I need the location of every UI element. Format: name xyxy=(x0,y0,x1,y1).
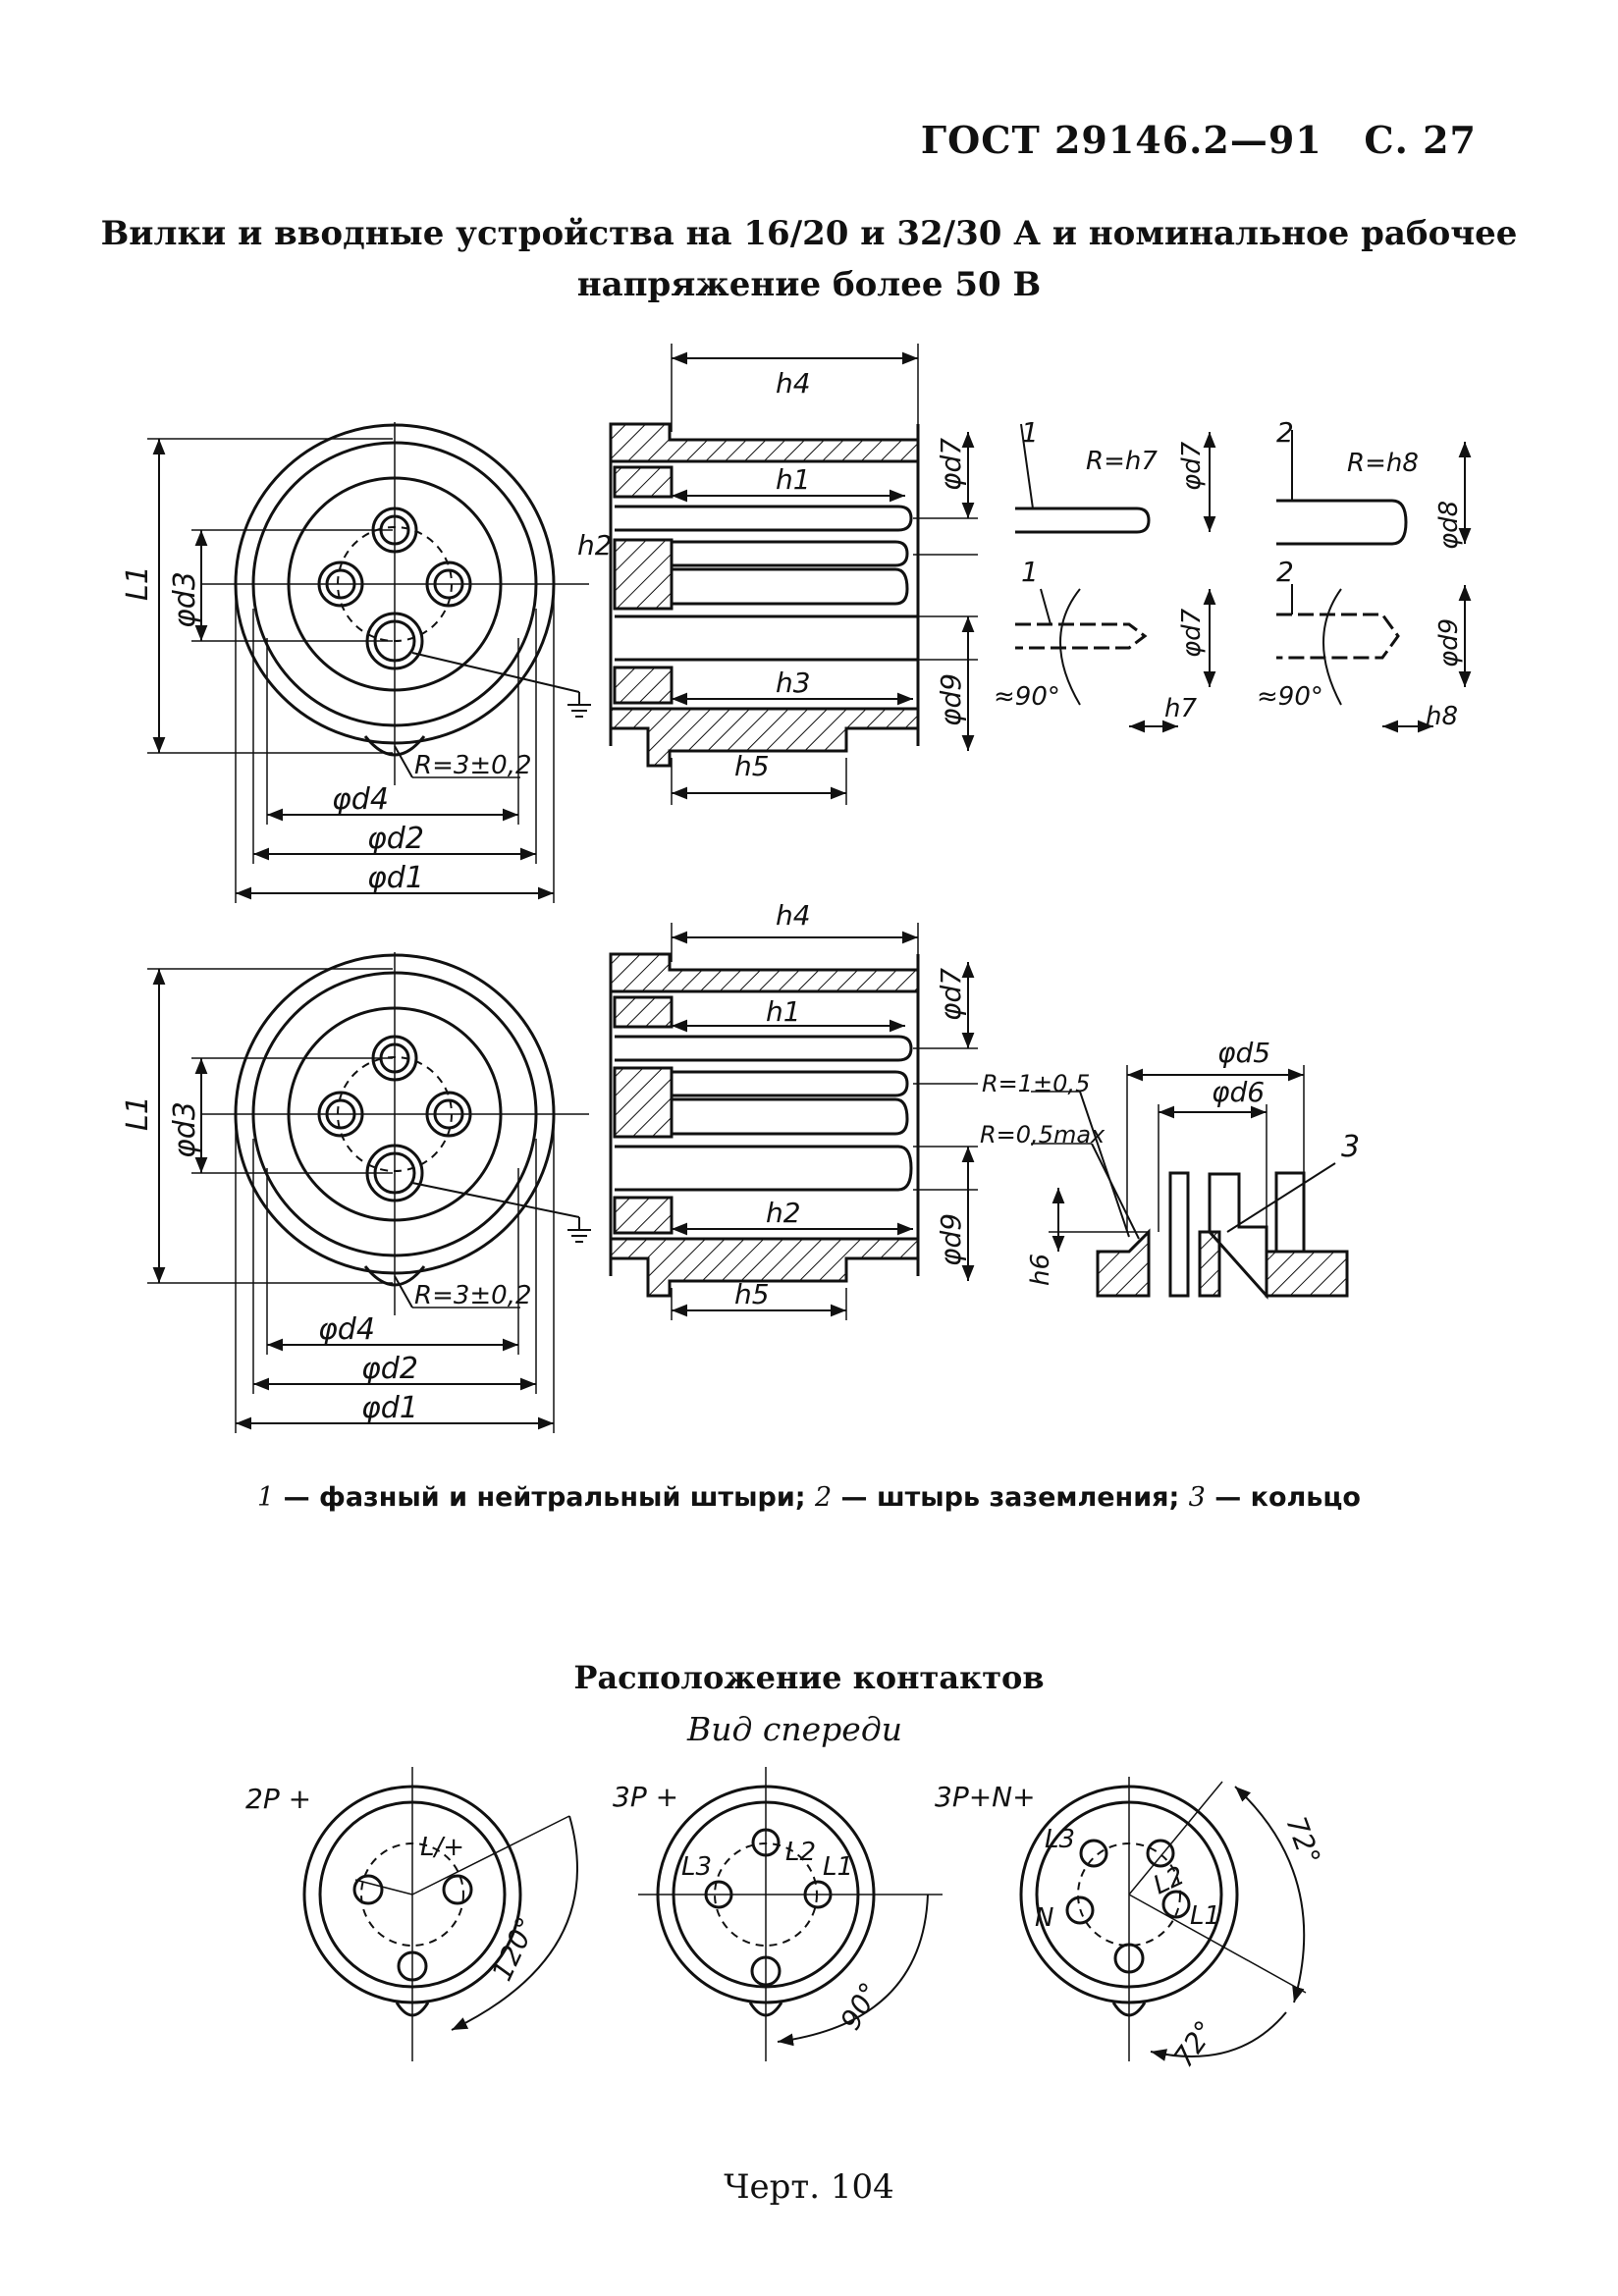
dim-h2-top: h2 xyxy=(577,529,613,561)
contact-arrangement-3pn xyxy=(1019,1777,1307,2061)
variant-3p-pin-L2: L2 xyxy=(785,1838,816,1867)
dim-h4-bottom: h4 xyxy=(776,899,811,932)
variant-2p-live: L/+ xyxy=(420,1833,464,1862)
dim-h1-top: h1 xyxy=(776,463,811,496)
dim-d2-top: φd2 xyxy=(367,822,424,856)
title-line-2: напряжение более 50 В xyxy=(576,265,1042,304)
dim-angle-2: ≈90° xyxy=(1257,682,1323,712)
legend-num-3: 3 xyxy=(1188,1482,1206,1513)
dim-d9-pin: φd9 xyxy=(1434,618,1464,667)
variant-3pn-label: 3P+N+ xyxy=(935,1781,1036,1813)
drawing-caption: Черт. 104 xyxy=(724,2167,894,2207)
dim-h8-pin: h8 xyxy=(1426,702,1458,731)
variant-3pn-angle-bottom: 72° xyxy=(1167,2014,1222,2073)
variant-3p-pin-L1: L1 xyxy=(823,1852,853,1882)
dim-h4-top: h4 xyxy=(776,367,811,400)
variant-3pn-pin-L1: L1 xyxy=(1190,1901,1220,1931)
legend-num-2: 2 xyxy=(814,1482,833,1513)
dim-d7-pin: φd7 xyxy=(1177,441,1207,491)
title-line-1: Вилки и вводные устройства на 16/20 и 32… xyxy=(100,214,1518,253)
plug-front-view-bottom xyxy=(147,952,591,1433)
plug-front-view-top xyxy=(147,422,591,903)
dim-d4-top: φd4 xyxy=(332,782,389,817)
callout-2-a: 2 xyxy=(1276,416,1294,449)
dim-h3-top: h3 xyxy=(776,667,811,699)
dim-d7-bottom: φd7 xyxy=(935,968,967,1021)
dim-d3-bottom: φd3 xyxy=(168,1101,202,1158)
dim-r-h8: R=h8 xyxy=(1347,449,1419,478)
variant-3pn-pin-L3: L3 xyxy=(1045,1825,1075,1854)
legend-num-1: 1 xyxy=(257,1482,275,1513)
contact-arrangement-3p xyxy=(638,1767,943,2061)
dim-d2-bottom: φd2 xyxy=(361,1352,418,1386)
variant-2p-label: 2P + xyxy=(245,1783,311,1815)
dim-r-ring-2: R=0,5max xyxy=(980,1121,1106,1148)
page-header: ГОСТ 29146.2—91 С. 27 xyxy=(921,118,1477,162)
variant-3p-label: 3P + xyxy=(613,1781,678,1813)
callout-1-b: 1 xyxy=(1021,556,1039,588)
pin-details xyxy=(1015,423,1472,733)
dim-h2-bottom: h2 xyxy=(766,1197,801,1229)
dim-d7-top: φd7 xyxy=(935,438,967,491)
callout-1-a: 1 xyxy=(1021,416,1039,449)
dim-r-h7: R=h7 xyxy=(1086,447,1158,476)
dim-d9-top: φd9 xyxy=(935,673,967,726)
contact-arrangement-2p xyxy=(302,1767,578,2061)
dim-h5-top: h5 xyxy=(734,750,770,782)
ring-detail xyxy=(1031,1065,1349,1300)
dim-d6: φd6 xyxy=(1212,1076,1265,1108)
dim-h6: h6 xyxy=(1026,1254,1055,1286)
contacts-title: Расположение контактов xyxy=(573,1659,1045,1696)
dim-h5-bottom: h5 xyxy=(734,1278,770,1310)
variant-3pn-pin-N: N xyxy=(1035,1903,1053,1933)
dim-L1-top: L1 xyxy=(121,565,155,601)
variant-3p-pin-L3: L3 xyxy=(681,1852,712,1882)
dim-d1-top: φd1 xyxy=(367,861,424,895)
callout-2-b: 2 xyxy=(1276,556,1294,588)
dim-L1-bottom: L1 xyxy=(121,1095,155,1131)
variant-2p-angle: 120° xyxy=(485,1912,542,1986)
dim-d7-pin-b: φd7 xyxy=(1177,608,1207,658)
legend-text-1: — фазный и нейтральный штыри; xyxy=(274,1482,815,1513)
variant-3pn-angle-top: 72° xyxy=(1279,1812,1326,1869)
dim-d3-top: φd3 xyxy=(168,571,202,628)
page-number: С. 27 xyxy=(1364,118,1477,162)
legend-text-3: — кольцо xyxy=(1205,1482,1361,1513)
contacts-subtitle: Вид спереди xyxy=(687,1710,902,1748)
dim-h1-bottom: h1 xyxy=(766,995,801,1028)
standard-number: ГОСТ 29146.2—91 xyxy=(920,118,1322,162)
dim-angle-1: ≈90° xyxy=(994,682,1060,712)
dim-d5: φd5 xyxy=(1217,1037,1270,1069)
drawing-title: Вилки и вводные устройства на 16/20 и 32… xyxy=(0,208,1618,310)
plug-side-section-top xyxy=(609,344,978,805)
plug-side-section-bottom xyxy=(609,923,978,1320)
dim-d1-bottom: φd1 xyxy=(361,1391,418,1425)
dim-rkey-top: R=3±0,2 xyxy=(414,751,532,780)
dim-d4-bottom: φd4 xyxy=(318,1312,375,1347)
dim-d8-pin: φd8 xyxy=(1434,501,1464,550)
dim-r-ring-1: R=1±0,5 xyxy=(982,1070,1090,1097)
legend-text-2: — штырь заземления; xyxy=(832,1482,1189,1513)
dim-h7-pin: h7 xyxy=(1164,694,1197,723)
callout-3: 3 xyxy=(1341,1130,1360,1164)
dim-d9-bottom: φd9 xyxy=(935,1213,967,1266)
variant-3p-angle: 90° xyxy=(834,1977,886,2035)
legend: 1 — фазный и нейтральный штыри; 2 — штыр… xyxy=(0,1482,1618,1513)
dim-rkey-bottom: R=3±0,2 xyxy=(414,1281,532,1310)
